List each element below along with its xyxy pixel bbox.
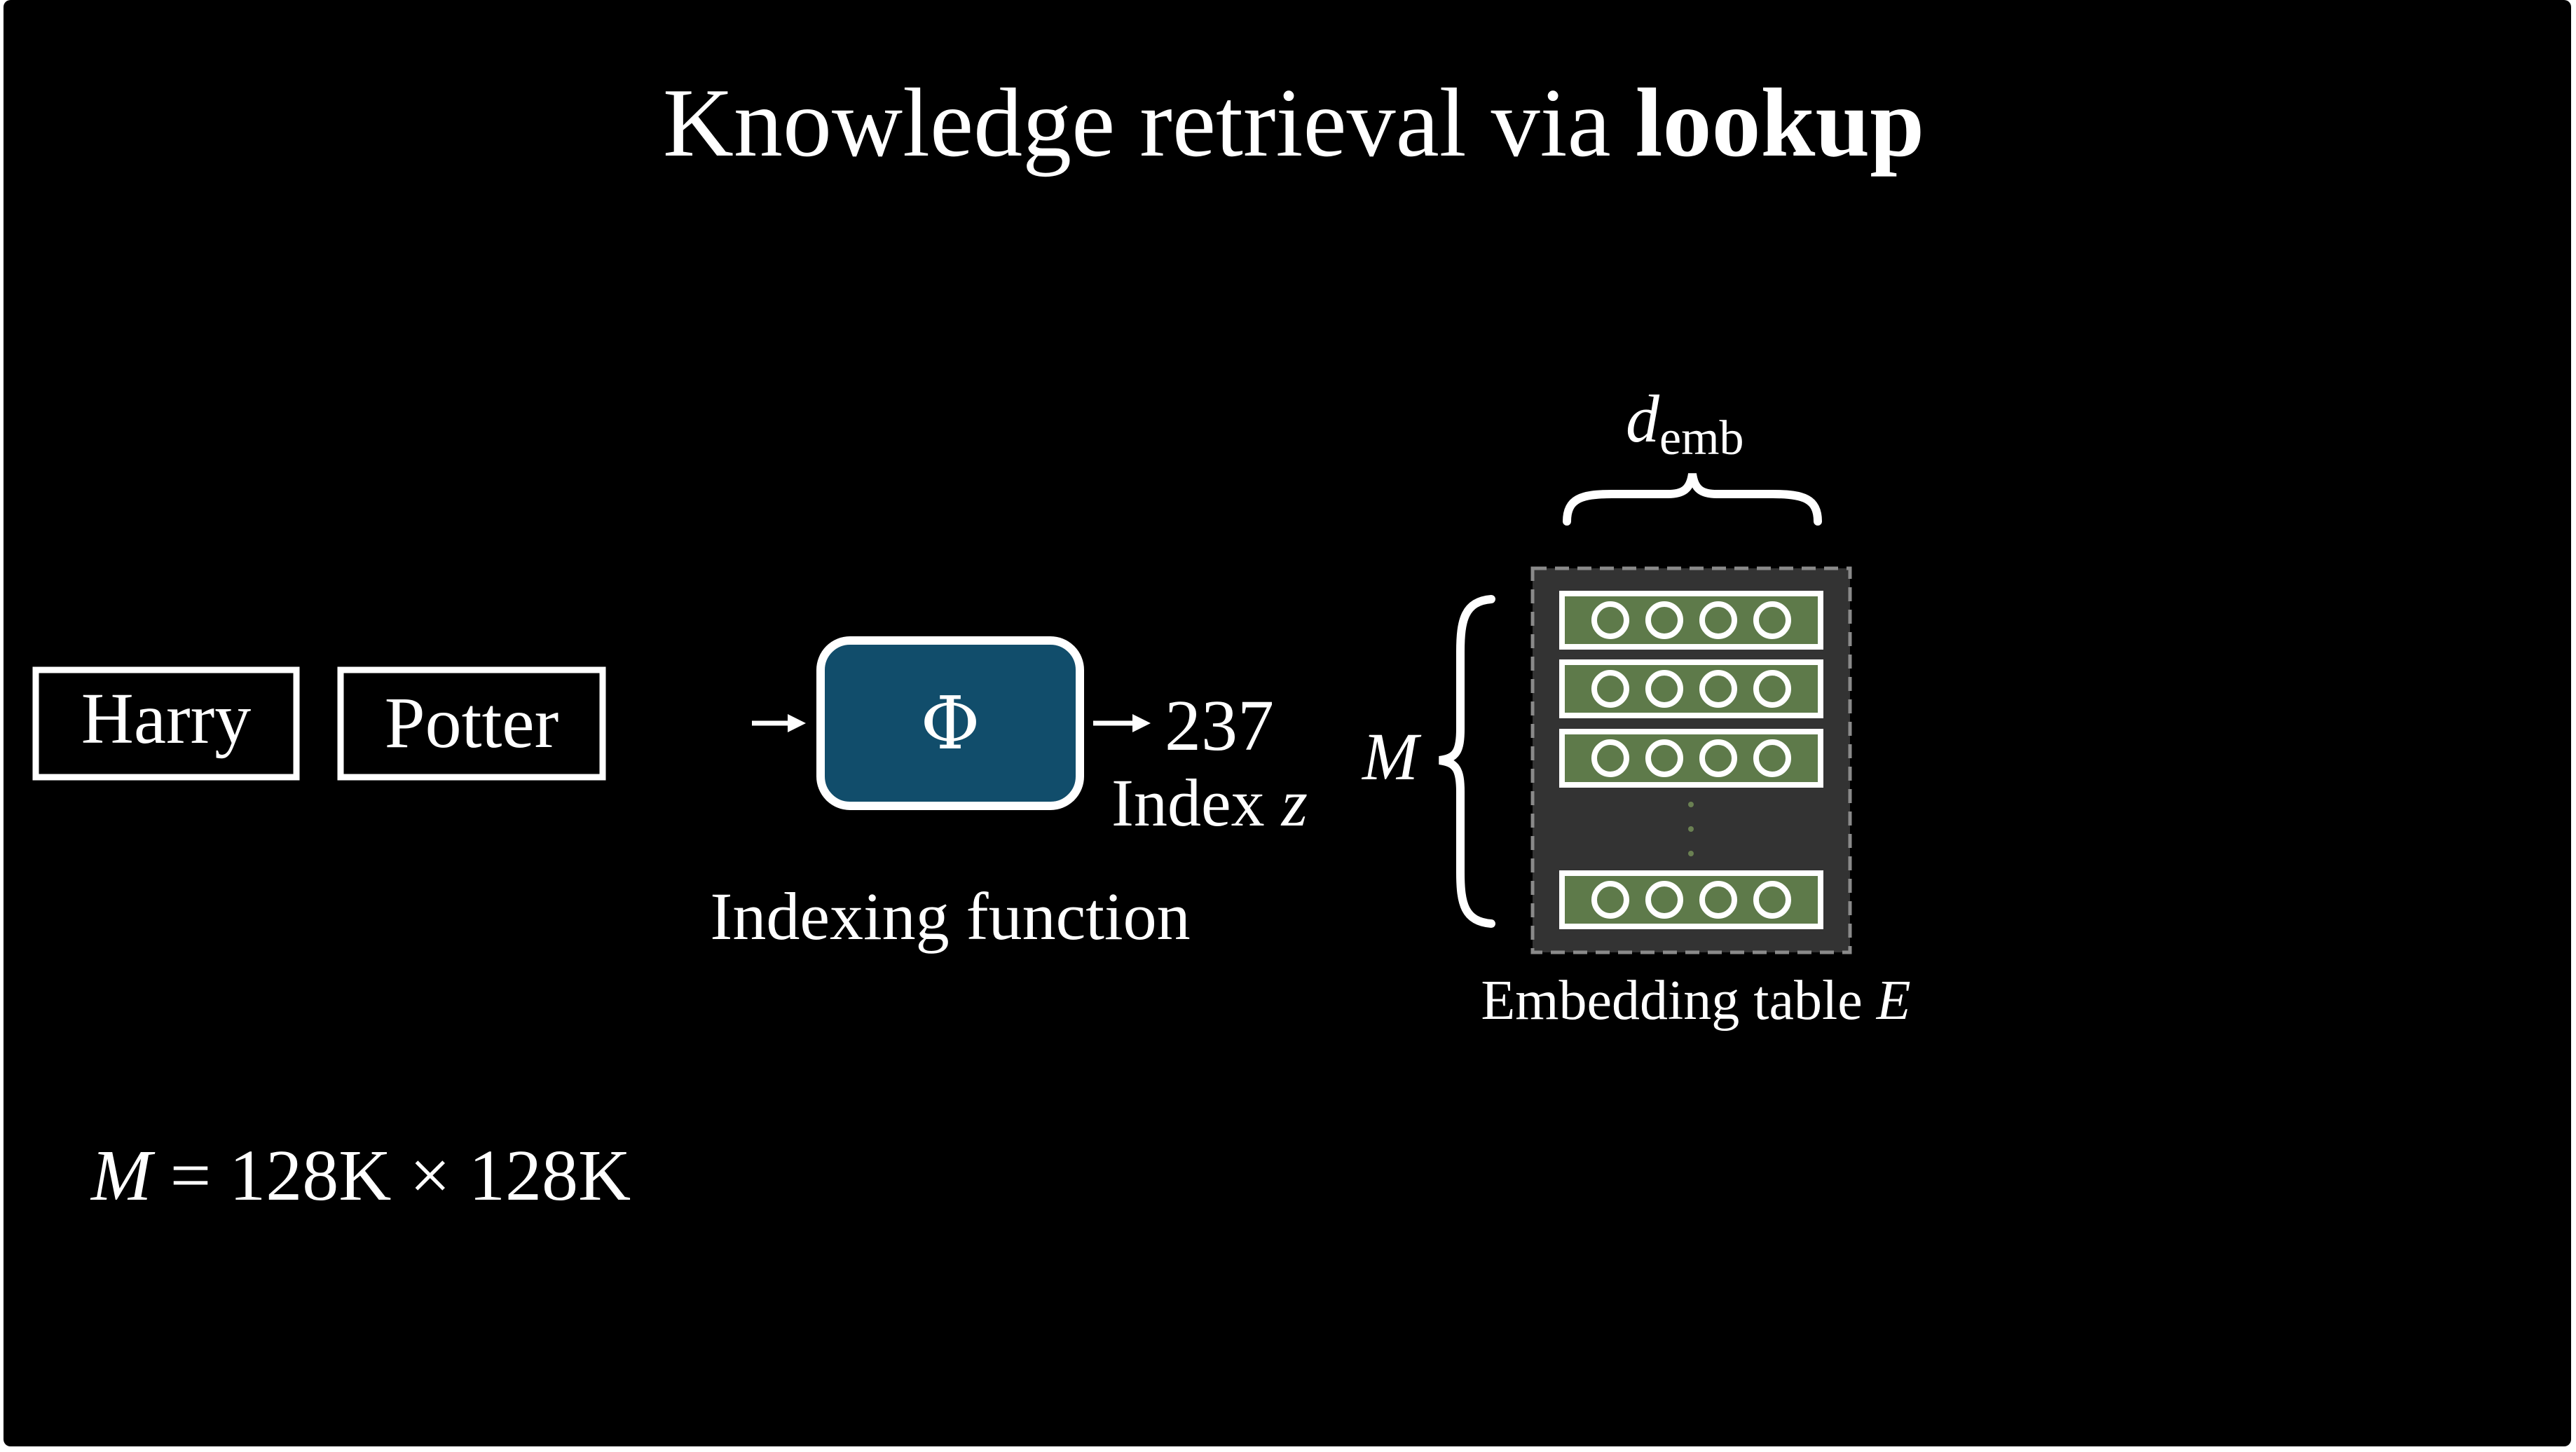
embedding-row [1559, 870, 1823, 929]
slide-panel [4, 0, 2571, 1446]
equation-rhs: = 128K × 128K [152, 1135, 631, 1216]
embedding-dim-label: demb [1626, 381, 1744, 465]
index-label: Index z [1111, 765, 1308, 840]
token-box [337, 666, 606, 781]
indexing-function-box: Φ [816, 636, 1084, 810]
index-variable: z [1280, 765, 1308, 840]
token-harry: Harry [32, 666, 300, 781]
embedding-table-text: Embedding table [1481, 970, 1876, 1032]
slide-title: Knowledge retrieval via lookup [663, 69, 1924, 177]
token-potter: Potter [337, 666, 606, 781]
title-regular: Knowledge retrieval via [663, 69, 1636, 177]
left-brace-icon [1439, 595, 1495, 928]
embedding-table [1530, 566, 1852, 954]
size-equation: M = 128K × 128K [90, 1135, 631, 1216]
embedding-table-label: Embedding table E [1481, 970, 1910, 1032]
embedding-table-variable: E [1876, 970, 1911, 1032]
token-label: Potter [385, 683, 559, 763]
embedding-row [1559, 591, 1823, 650]
ellipsis-dots [1688, 802, 1694, 856]
right-arrow-icon [1093, 714, 1151, 732]
title-bold: lookup [1636, 69, 1924, 177]
token-box [32, 666, 300, 781]
embedding-row [1559, 659, 1823, 718]
embedding-dim-main: d [1626, 381, 1660, 456]
embedding-row [1559, 729, 1823, 788]
equation-variable: M [90, 1135, 156, 1216]
right-arrow-icon [752, 714, 806, 732]
embedding-dim-sub: emb [1659, 411, 1744, 465]
index-value: 237 [1165, 685, 1274, 766]
rows-symbol: M [1361, 719, 1422, 794]
index-label-text: Index [1111, 765, 1282, 840]
indexing-function-label: Indexing function [710, 879, 1190, 954]
phi-symbol: Φ [920, 680, 980, 766]
phi-box [816, 636, 1084, 810]
token-label: Harry [81, 678, 252, 759]
top-brace-icon [1563, 472, 1822, 526]
